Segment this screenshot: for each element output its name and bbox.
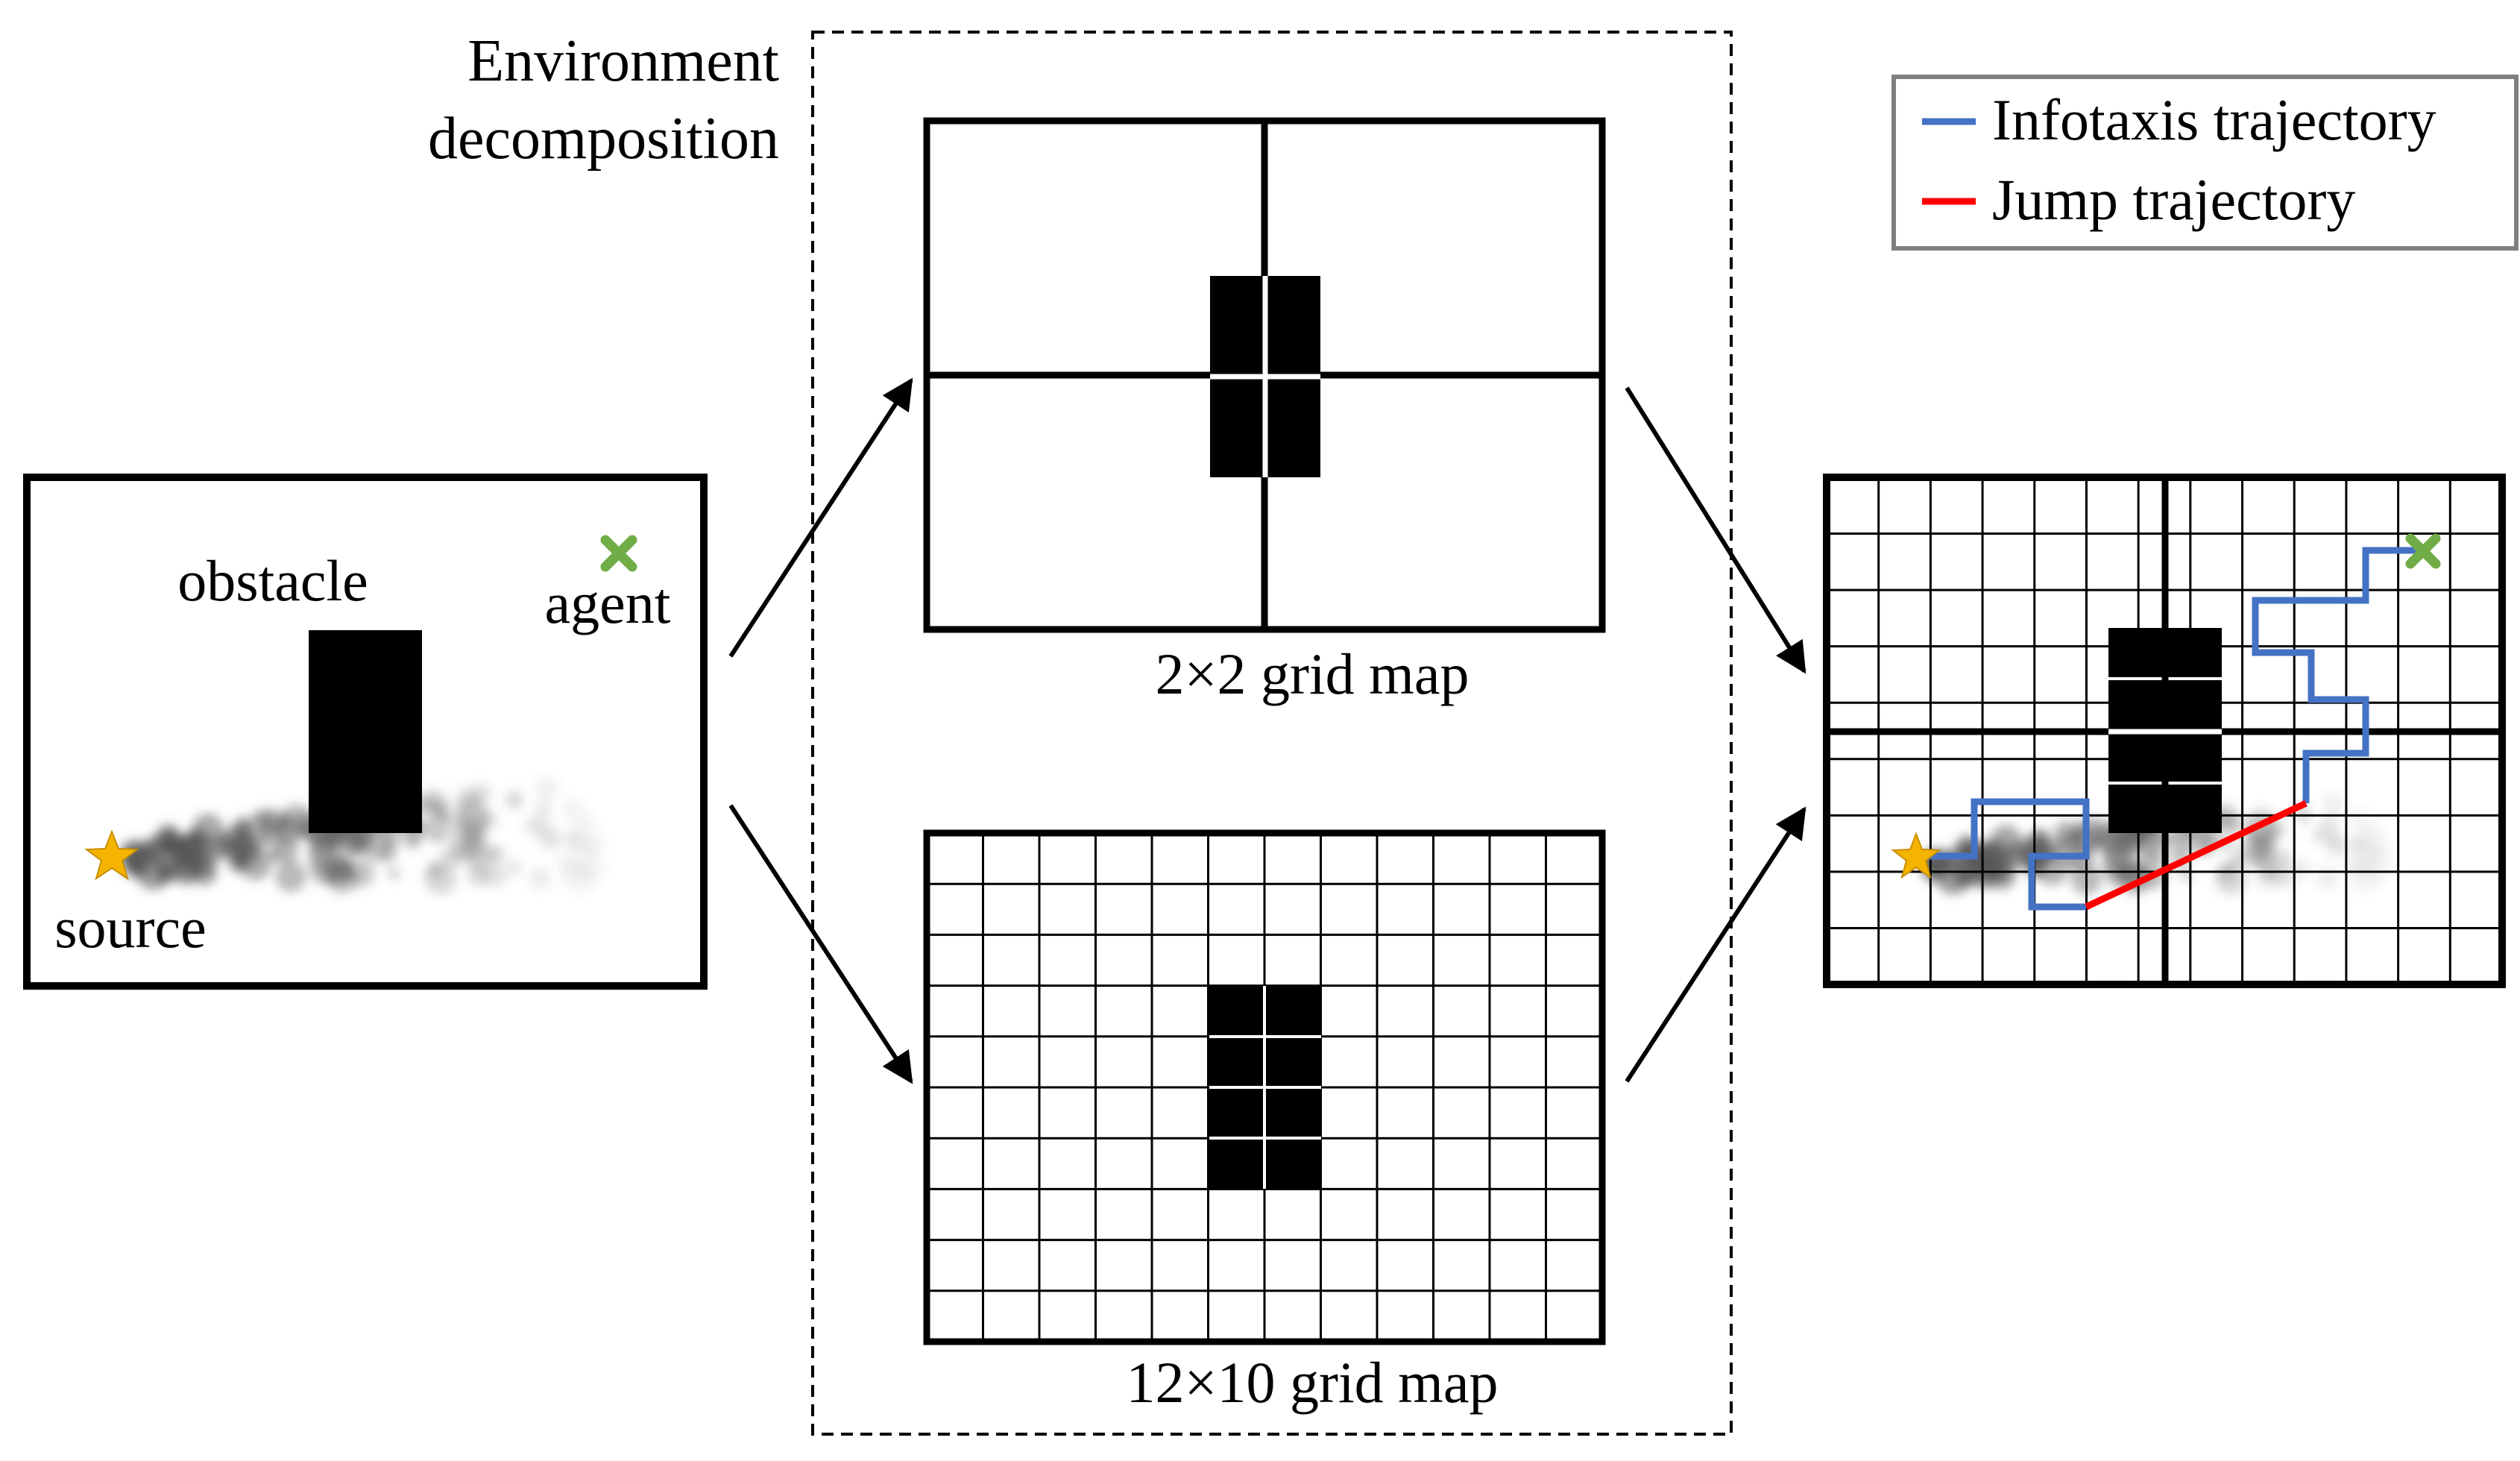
plume-puff — [462, 826, 487, 851]
plume-puff — [408, 836, 421, 849]
plume-puff — [175, 840, 190, 855]
plume-puff — [577, 813, 595, 832]
obstacle-label: obstacle — [177, 548, 368, 613]
legend-label-infotaxis: Infotaxis trajectory — [1992, 87, 2436, 152]
result-panel — [1823, 474, 2506, 988]
agent-icon — [600, 535, 637, 572]
plume-puff — [2347, 809, 2370, 832]
plume-puff — [2317, 867, 2339, 888]
plume-puff — [535, 777, 558, 799]
plume-puff — [2030, 832, 2051, 852]
agent-label: agent — [545, 571, 671, 635]
coarse-grid-panel: 2×2 grid map — [923, 117, 1606, 706]
plume-puff — [2105, 861, 2131, 887]
jump-trajectory — [2085, 799, 2308, 911]
plume-puff — [1989, 825, 2022, 858]
plume-puff — [482, 844, 500, 862]
infotaxis-trajectory — [1916, 798, 2090, 911]
plume-puff — [561, 832, 577, 848]
obstacle — [309, 630, 422, 833]
plume-puff — [336, 862, 351, 877]
plume-puff — [186, 827, 207, 848]
arrow-coarse-to-result — [1625, 386, 1806, 674]
plume-puff — [2229, 853, 2243, 867]
arrow-fine-to-result — [1625, 806, 1806, 1083]
plume-puff — [310, 858, 336, 885]
fine-obstacle-gaps — [1209, 986, 1321, 1189]
plume-puff — [2322, 793, 2345, 815]
plume-puff — [250, 809, 274, 833]
fine-grid-caption: 12×10 grid map — [1127, 1350, 1499, 1415]
plume-puff — [2251, 832, 2276, 858]
plume-puff — [529, 867, 551, 890]
plume-puff — [470, 783, 491, 805]
plume-puff — [506, 859, 523, 876]
plume-puff — [127, 855, 150, 879]
plume-puff — [388, 867, 400, 880]
plume-puff — [539, 830, 561, 852]
plume-puff — [2257, 864, 2280, 887]
plume-puff — [575, 852, 605, 883]
plume-puff — [426, 810, 456, 841]
plume-puff — [447, 853, 462, 868]
plume-puff — [2348, 838, 2363, 853]
plume-puff — [274, 861, 307, 893]
plume-puff — [523, 818, 538, 833]
plume-puff — [2225, 812, 2243, 830]
plume-puff — [467, 864, 491, 887]
legend: Infotaxis trajectory Jump trajectory — [1891, 75, 2519, 251]
legend-label-jump: Jump trajectory — [1992, 167, 2355, 232]
plume-puff — [267, 848, 281, 862]
plume-puff — [2295, 861, 2310, 877]
source-label: source — [54, 895, 207, 960]
arrow-to-coarse — [728, 377, 913, 658]
legend-box — [1891, 75, 2519, 251]
plume-puff — [165, 842, 179, 856]
plume-puff — [2326, 836, 2348, 858]
plume-puff — [459, 813, 472, 826]
source-star-icon — [84, 829, 139, 881]
plume-puff — [2360, 852, 2391, 883]
plume-puff — [2056, 831, 2082, 856]
coarse-grid-caption: 2×2 grid map — [1156, 641, 1470, 706]
environment-panel: obstacle agent source — [23, 474, 708, 990]
result-border — [1823, 474, 2506, 988]
plume-puff — [237, 845, 260, 867]
plume — [119, 777, 605, 895]
plume-puff — [233, 820, 254, 841]
arrow-to-fine — [728, 804, 913, 1084]
plume-puff — [145, 835, 169, 859]
plume-puff — [423, 861, 457, 895]
fine-grid-panel: 12×10 grid map — [923, 829, 1606, 1415]
plume-puff — [158, 863, 177, 882]
decomposition-title-line2: decomposition — [428, 106, 779, 172]
infotaxis-trajectory-upper — [2252, 547, 2419, 803]
plume-puff — [2319, 816, 2337, 835]
result-agent-icon — [2405, 533, 2441, 569]
plume-puff — [227, 839, 240, 852]
plume-puff — [556, 852, 579, 874]
plume-puff — [2310, 827, 2325, 842]
plume-puff — [504, 790, 525, 811]
plume-puff — [561, 798, 584, 821]
decomposition-frame — [811, 31, 1733, 1436]
plume-puff — [190, 858, 218, 886]
plume-puff — [532, 805, 550, 824]
plume-puff — [2275, 849, 2294, 868]
decomposition-title-line1: Environment — [467, 28, 779, 94]
plume-puff — [2343, 853, 2366, 876]
result-source-star-icon — [1891, 832, 1941, 879]
plume-puff — [2214, 861, 2248, 895]
